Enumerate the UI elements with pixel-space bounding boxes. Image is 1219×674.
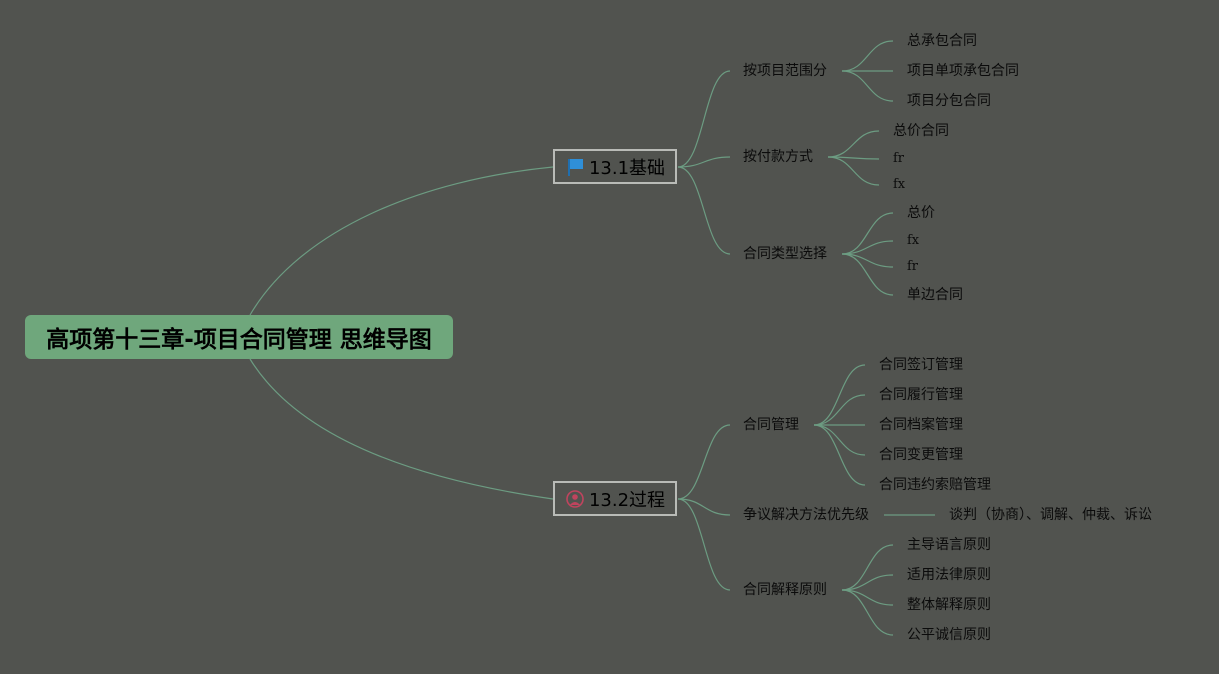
subtopic-interpretation-principles[interactable]: 合同解释原则 [743,582,827,598]
connector-line [677,498,731,516]
connector-line [249,166,554,316]
connector-line [841,574,894,591]
leaf-topic[interactable]: fr [893,151,905,166]
leaf-topic[interactable]: 合同违约索赔管理 [879,477,991,493]
leaf-topic[interactable]: 单边合同 [907,287,963,303]
leaf-topic[interactable]: 项目分包合同 [907,93,991,109]
connector-line [841,40,894,72]
connector-line [813,394,866,426]
connector-line [827,156,880,186]
leaf-topic[interactable]: 整体解释原则 [907,597,991,613]
connector-line [841,589,894,606]
subtopic-contract-management[interactable]: 合同管理 [743,417,799,433]
leaf-topic[interactable]: fr [907,259,919,274]
main-topic-process[interactable]: 13.2过程 [553,481,677,516]
subtopic-by-scope[interactable]: 按项目范围分 [743,63,827,79]
connector-line [813,364,866,426]
leaf-topic[interactable]: 项目单项承包合同 [907,63,1019,79]
person-icon [565,489,585,509]
leaf-topic[interactable]: 合同档案管理 [879,417,963,433]
connector-line [841,589,894,636]
subtopic-contract-type[interactable]: 合同类型选择 [743,246,827,262]
connector-line [677,498,731,591]
connector-line [677,70,731,168]
leaf-topic[interactable]: 主导语言原则 [907,537,991,553]
connector-line [841,212,894,255]
leaf-topic[interactable]: 总承包合同 [907,33,977,49]
subtopic-dispute-resolution[interactable]: 争议解决方法优先级 [743,507,869,523]
main-topic-basics[interactable]: 13.1基础 [553,149,677,184]
leaf-topic[interactable]: 总价 [907,205,935,221]
connector-line [677,156,731,168]
main-topic-label: 13.1基础 [588,157,666,179]
connector-line [827,130,880,158]
connector-line [841,253,894,296]
connector-line [841,544,894,591]
connector-line [813,424,866,486]
leaf-topic[interactable]: fx [907,233,920,248]
leaf-topic[interactable]: 合同履行管理 [879,387,963,403]
connector-line [249,358,554,500]
root-topic-label: 高项第十三章-项目合同管理 思维导图 [46,327,432,353]
leaf-topic[interactable]: fx [893,177,906,192]
flag-icon [565,157,585,177]
root-topic[interactable]: 高项第十三章-项目合同管理 思维导图 [25,315,453,359]
connector-line [841,240,894,255]
connector-line [677,166,731,255]
leaf-topic[interactable]: 适用法律原则 [907,567,991,583]
connector-line [677,424,731,500]
leaf-topic[interactable]: 合同签订管理 [879,357,963,373]
main-topic-label: 13.2过程 [588,489,666,511]
subtopic-by-payment[interactable]: 按付款方式 [743,149,813,165]
connector-line [841,70,894,102]
leaf-topic[interactable]: 合同变更管理 [879,447,963,463]
leaf-topic[interactable]: 公平诚信原则 [907,627,991,643]
connector-line [813,424,866,456]
leaf-topic[interactable]: 总价合同 [893,123,949,139]
leaf-topic[interactable]: 谈判（协商）、调解、仲裁、诉讼 [949,507,1152,523]
